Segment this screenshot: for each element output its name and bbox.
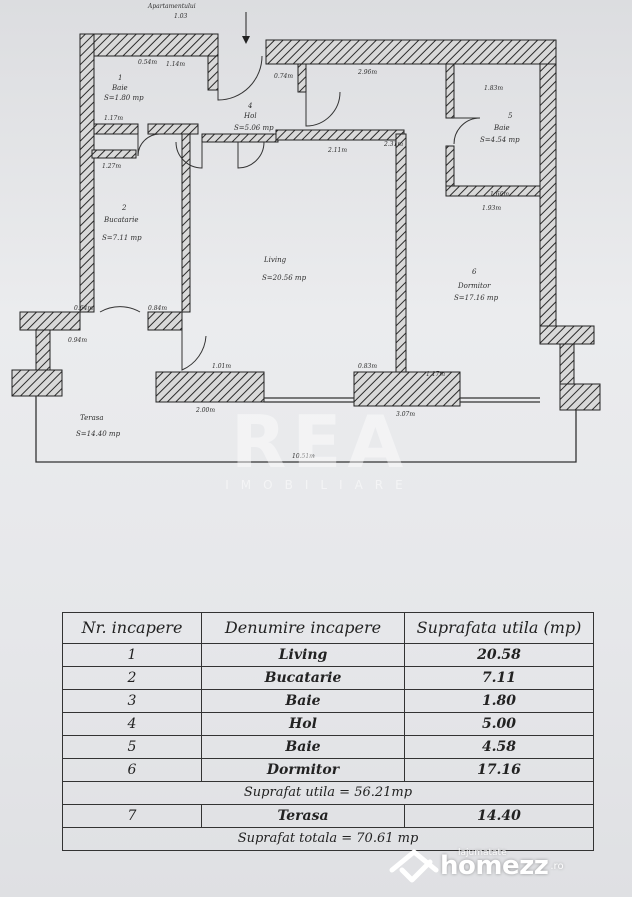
- entrance-marker: Apartamentului 1.03: [147, 3, 250, 44]
- table-row: 4 Hol 5.00: [62, 712, 594, 736]
- room-nr-cell: 2: [62, 666, 202, 690]
- dimension-label: 1.66m: [490, 191, 509, 198]
- room-area-cell: 20.58: [404, 643, 594, 667]
- dimension-label: 1.17m: [426, 371, 445, 378]
- room-name: Baie: [111, 84, 128, 92]
- entrance-label: Apartamentului: [147, 3, 196, 10]
- summary-row-util: Suprafat utila = 56.21mp: [62, 781, 594, 805]
- brand-name: homezz: [440, 851, 549, 881]
- table-header-row: Nr. incapere Denumire incapere Suprafata…: [62, 612, 594, 644]
- watermark-subtitle: IMOBILIARE: [225, 478, 415, 492]
- room-area: S=7.11 mp: [102, 234, 142, 242]
- room-area-cell: 17.16: [404, 758, 594, 782]
- room-area: S=5.06 mp: [234, 124, 274, 132]
- dimension-label: 2.31m: [383, 141, 403, 148]
- room-area: S=1.80 mp: [104, 94, 144, 102]
- room-number: 2: [121, 204, 127, 212]
- room-area-cell: 1.80: [404, 689, 594, 713]
- exterior-walls: [11, 33, 601, 411]
- dimension-label: 0.84m: [148, 305, 167, 312]
- table-row: 7 Terasa 14.40: [62, 804, 594, 828]
- dimension-label: 0.54m: [138, 59, 157, 66]
- summary-total-cell: Suprafat totala = 70.61 mp: [62, 827, 594, 851]
- dimension-label: 1.93m: [482, 205, 501, 212]
- room-name-cell: Baie: [201, 689, 405, 713]
- summary-util-cell: Suprafat utila = 56.21mp: [62, 781, 594, 805]
- room-nr-cell: 5: [62, 735, 202, 759]
- room-labels: 1 Baie S=1.80 mp 2 Bucatarie S=7.11 mp 4…: [76, 74, 520, 438]
- rooms-table: Nr. incapere Denumire incapere Suprafata…: [62, 612, 594, 851]
- dimension-label: 3.07m: [396, 411, 415, 418]
- room-area: S=20.56 mp: [262, 274, 307, 282]
- room-nr-cell: 7: [62, 804, 202, 828]
- dimension-label: 0.83m: [358, 363, 377, 370]
- room-name-cell: Baie: [201, 735, 405, 759]
- door-swings: [99, 55, 481, 371]
- room-name-cell: Living: [201, 643, 405, 667]
- column-header: Denumire incapere: [201, 612, 405, 644]
- room-number: 6: [472, 268, 477, 276]
- room-nr-cell: 3: [62, 689, 202, 713]
- summary-row-total: Suprafat totala = 70.61 mp: [62, 827, 594, 851]
- room-nr-cell: 4: [62, 712, 202, 736]
- room-area: S=4.54 mp: [480, 136, 520, 144]
- room-area-cell: 7.11: [404, 666, 594, 690]
- room-nr-cell: 6: [62, 758, 202, 782]
- entrance-sub: 1.03: [174, 13, 188, 20]
- brand-small-text: lajumatate: [458, 848, 507, 858]
- dimension-label: 10.51m: [292, 453, 315, 460]
- room-name-cell: Bucatarie: [201, 666, 405, 690]
- dimension-label: 2.96m: [357, 69, 377, 76]
- room-area: S=17.16 mp: [454, 294, 499, 302]
- dimension-label: 1.83m: [484, 85, 503, 92]
- room-name: Living: [263, 256, 287, 264]
- dimension-label: 0.64m: [74, 305, 93, 312]
- table-row: 1 Living 20.58: [62, 643, 594, 667]
- house-check-icon: [389, 849, 439, 883]
- dimension-label: 1.14m: [166, 61, 185, 68]
- room-number: 1: [118, 74, 122, 82]
- brand-tld: .ro: [550, 860, 564, 872]
- interior-walls: [91, 55, 541, 373]
- room-name: Dormitor: [457, 282, 491, 290]
- dimension-label: 1.27m: [102, 163, 121, 170]
- watermark: REA IMOBILIARE: [170, 400, 470, 492]
- dimension-label: 1.17m: [104, 115, 123, 122]
- terrace-outline: [35, 396, 577, 463]
- room-name-cell: Terasa: [201, 804, 405, 828]
- room-number: 4: [247, 102, 252, 110]
- room-name-cell: Hol: [201, 712, 405, 736]
- table-row: 2 Bucatarie 7.11: [62, 666, 594, 690]
- room-name: Hol: [243, 112, 257, 120]
- dimension-label: 2.00m: [195, 407, 215, 414]
- column-header: Suprafata utila (mp): [404, 612, 594, 644]
- room-name: Baie: [493, 124, 510, 132]
- room-nr-cell: 1: [62, 643, 202, 667]
- room-area: S=14.40 mp: [76, 430, 121, 438]
- room-area-cell: 14.40: [404, 804, 594, 828]
- dimension-labels: 1.14m 0.74m 2.96m 1.83m 1.17m 2.11m 1.27…: [68, 59, 509, 460]
- room-name: Bucatarie: [103, 216, 138, 224]
- room-name: Terasa: [80, 414, 104, 422]
- watermark-logo: REA: [230, 400, 410, 484]
- column-header: Nr. incapere: [62, 612, 202, 644]
- dimension-label: 2.11m: [327, 147, 347, 154]
- table-row: 3 Baie 1.80: [62, 689, 594, 713]
- table-row: 5 Baie 4.58: [62, 735, 594, 759]
- dimension-label: 1.01m: [212, 363, 231, 370]
- brand-watermark: lajumatate homezz .ro: [388, 846, 564, 886]
- room-area-cell: 4.58: [404, 735, 594, 759]
- dimension-label: 0.74m: [274, 73, 293, 80]
- room-number: 5: [508, 112, 513, 120]
- floor-plan: Apartamentului 1.03 1 Baie S=1.80 mp 2 B…: [11, 3, 601, 463]
- room-area-cell: 5.00: [404, 712, 594, 736]
- room-name-cell: Dormitor: [201, 758, 405, 782]
- dimension-label: 0.94m: [68, 337, 87, 344]
- table-row: 6 Dormitor 17.16: [62, 758, 594, 782]
